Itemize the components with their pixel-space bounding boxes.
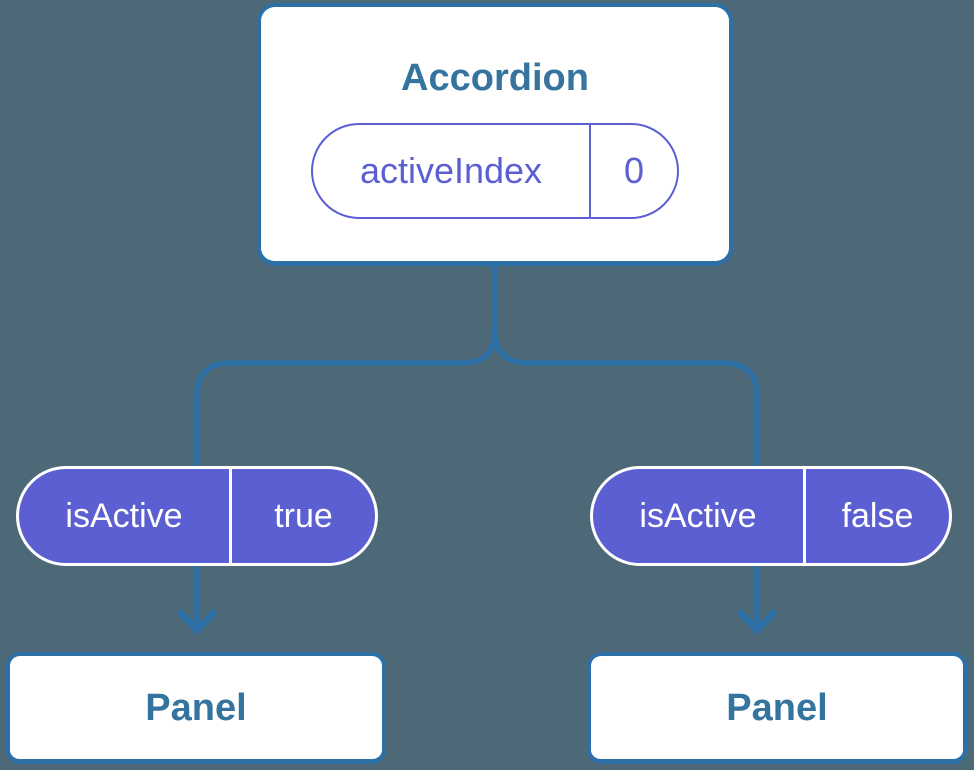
prop-pill-isactive-true: isActive true xyxy=(16,466,378,566)
prop-pill-isactive-false: isActive false xyxy=(590,466,952,566)
arrow-down-right-icon xyxy=(736,608,778,636)
state-pill-value: 0 xyxy=(623,150,645,191)
prop-pill-value: false xyxy=(841,496,914,535)
state-pill-activeindex: activeIndex 0 xyxy=(311,123,679,219)
panel-component-card-left: Panel xyxy=(6,652,386,764)
accordion-component-card: Accordion activeIndex 0 xyxy=(257,3,733,266)
branch-left-line xyxy=(194,330,498,629)
component-title: Panel xyxy=(145,686,247,729)
panel-component-card-right: Panel xyxy=(587,652,967,764)
branch-right-line xyxy=(492,330,760,629)
prop-pill-value: true xyxy=(274,496,333,535)
state-pill-key: activeIndex xyxy=(313,125,591,217)
prop-pill-key: isActive xyxy=(593,469,806,563)
component-title: Accordion xyxy=(401,57,589,99)
component-title: Panel xyxy=(726,686,828,729)
prop-pill-key: isActive xyxy=(19,469,232,563)
arrow-down-left-icon xyxy=(176,608,218,636)
